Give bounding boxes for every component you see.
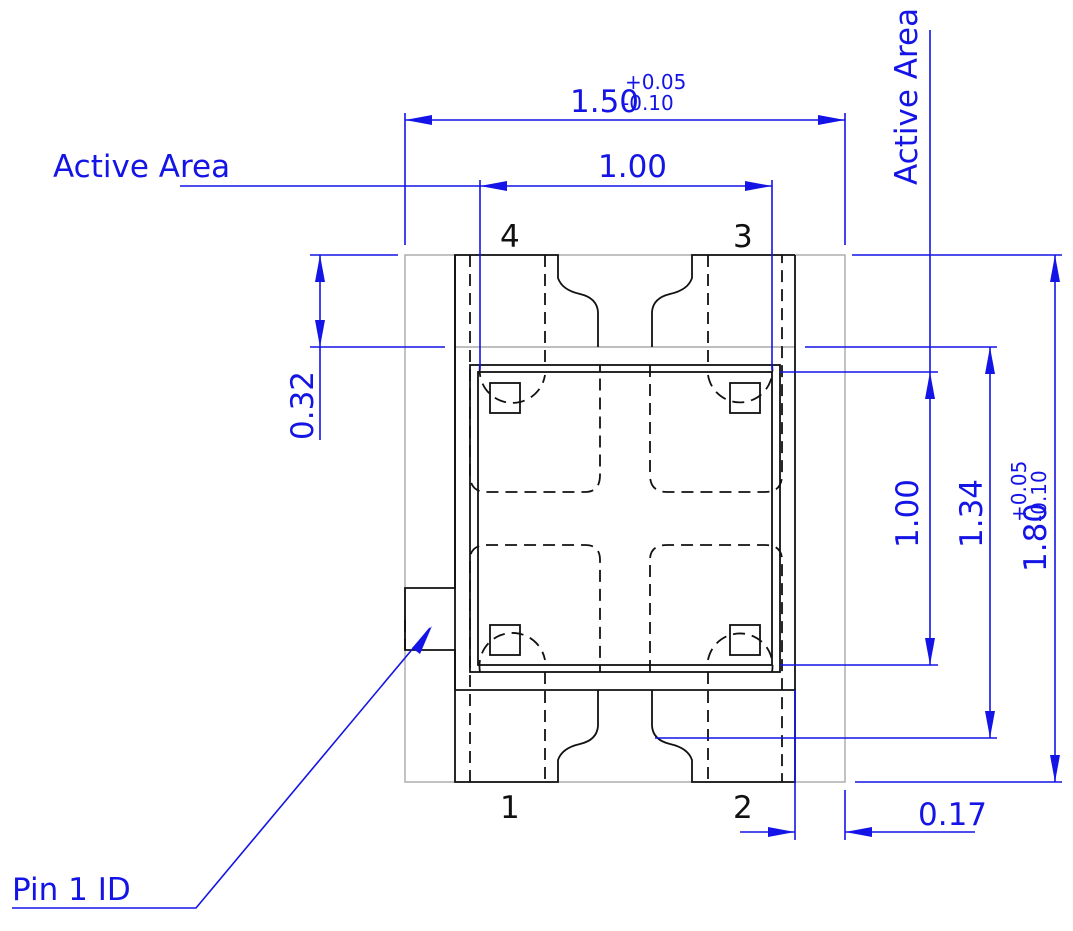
pin-label-1: 1 [500, 790, 520, 826]
body-outline [404, 254, 796, 783]
active-area-inner [477, 371, 773, 666]
dim-width-total: 1.50 +0.05 -0.10 [404, 70, 846, 245]
bond-pad-4 [489, 382, 521, 414]
dim-width-active-value: 1.00 [598, 149, 667, 185]
dim-height-total: 1.80 +0.05 -0.10 [852, 254, 1062, 783]
dim-height-active-value: 1.00 [890, 479, 926, 548]
pin-label-2: 2 [733, 790, 753, 826]
dim-edge-gap: 0.17 [740, 690, 987, 840]
dim-width-total-tol-plus: +0.05 [625, 70, 686, 94]
pin1-id-leader: Pin 1 ID [12, 626, 432, 909]
pin1-id-label: Pin 1 ID [12, 872, 131, 908]
dim-height-pads-value: 1.34 [954, 479, 990, 548]
bond-pad-1 [489, 624, 521, 656]
bond-pad-2 [729, 624, 761, 656]
hidden-pads [404, 255, 783, 782]
active-area-label-left: Active Area [53, 149, 230, 185]
active-area-outer [469, 364, 781, 673]
dim-height-offset-value: 0.32 [285, 371, 321, 440]
dim-width-active: 1.00 [479, 149, 773, 370]
dim-height-total-tol-minus: -0.10 [1027, 470, 1051, 522]
pin-label-3: 3 [733, 219, 753, 255]
package-outline [404, 254, 846, 783]
dim-width-total-value: 1.50 [570, 84, 639, 120]
dim-width-total-tol-minus: -0.10 [622, 91, 674, 115]
dim-height-total-tol-plus: +0.05 [1007, 461, 1031, 522]
dim-height-pads: 1.34 [655, 346, 997, 739]
bond-pad-3 [729, 382, 761, 414]
dim-height-total-value: 1.80 [1018, 503, 1054, 572]
dim-height-active: 1.00 [780, 371, 938, 666]
dim-edge-gap-value: 0.17 [918, 797, 987, 833]
pin-label-4: 4 [500, 219, 520, 255]
active-area-label-top: Active Area [889, 8, 925, 185]
dim-height-offset: 0.32 [285, 254, 445, 440]
